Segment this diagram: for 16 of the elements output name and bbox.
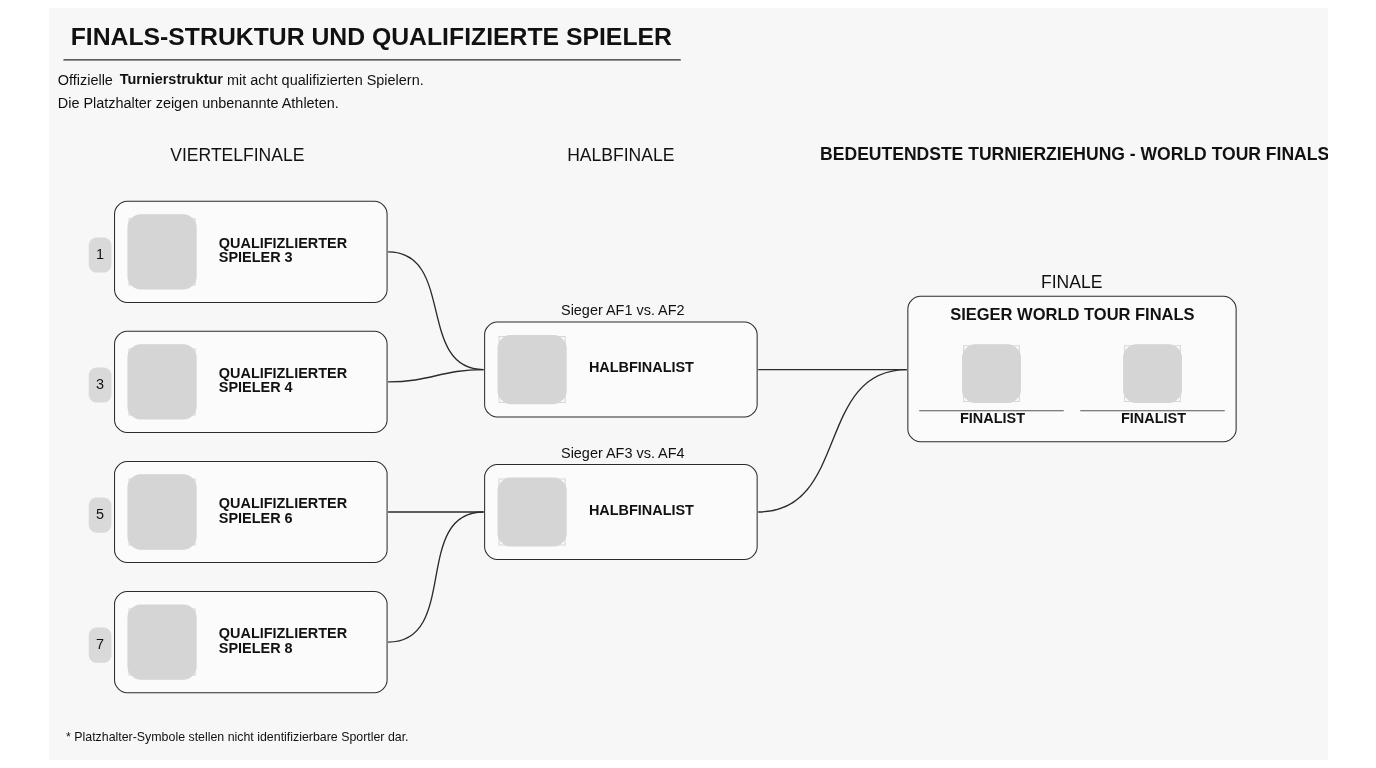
label: Offizielle Turnierstruktur mit acht qualifizierten Spielern. Die Platzhalter zeigen unbenannte Athleten. xyxy=(57,70,424,111)
node-label: 5 xyxy=(95,505,104,522)
node-label: Sieger AF3 vs. AF4 xyxy=(560,444,685,461)
node-label: FINALE xyxy=(1040,271,1102,292)
connector xyxy=(757,368,907,513)
node-label: 7 xyxy=(95,635,104,652)
node-label: 3 xyxy=(95,375,104,392)
label: BEDEUTENDSTE TURNIERZIEHUNG - WORLD TOUR FINALS xyxy=(819,144,1329,165)
label: VIERTELFINALE xyxy=(169,145,304,166)
connector xyxy=(386,368,484,383)
node-label: 1 xyxy=(95,245,104,262)
connector xyxy=(386,511,484,643)
node-label: Sieger AF1 vs. AF2 xyxy=(560,302,685,319)
label: HALBFINALE xyxy=(566,145,674,166)
label: * Platzhalter-Symbole stellen nicht identifizierbare Sportler dar. xyxy=(65,729,409,744)
diagram-title: FINALS-STRUKTUR UND QUALIFIZIERTE SPIELER xyxy=(70,22,672,50)
